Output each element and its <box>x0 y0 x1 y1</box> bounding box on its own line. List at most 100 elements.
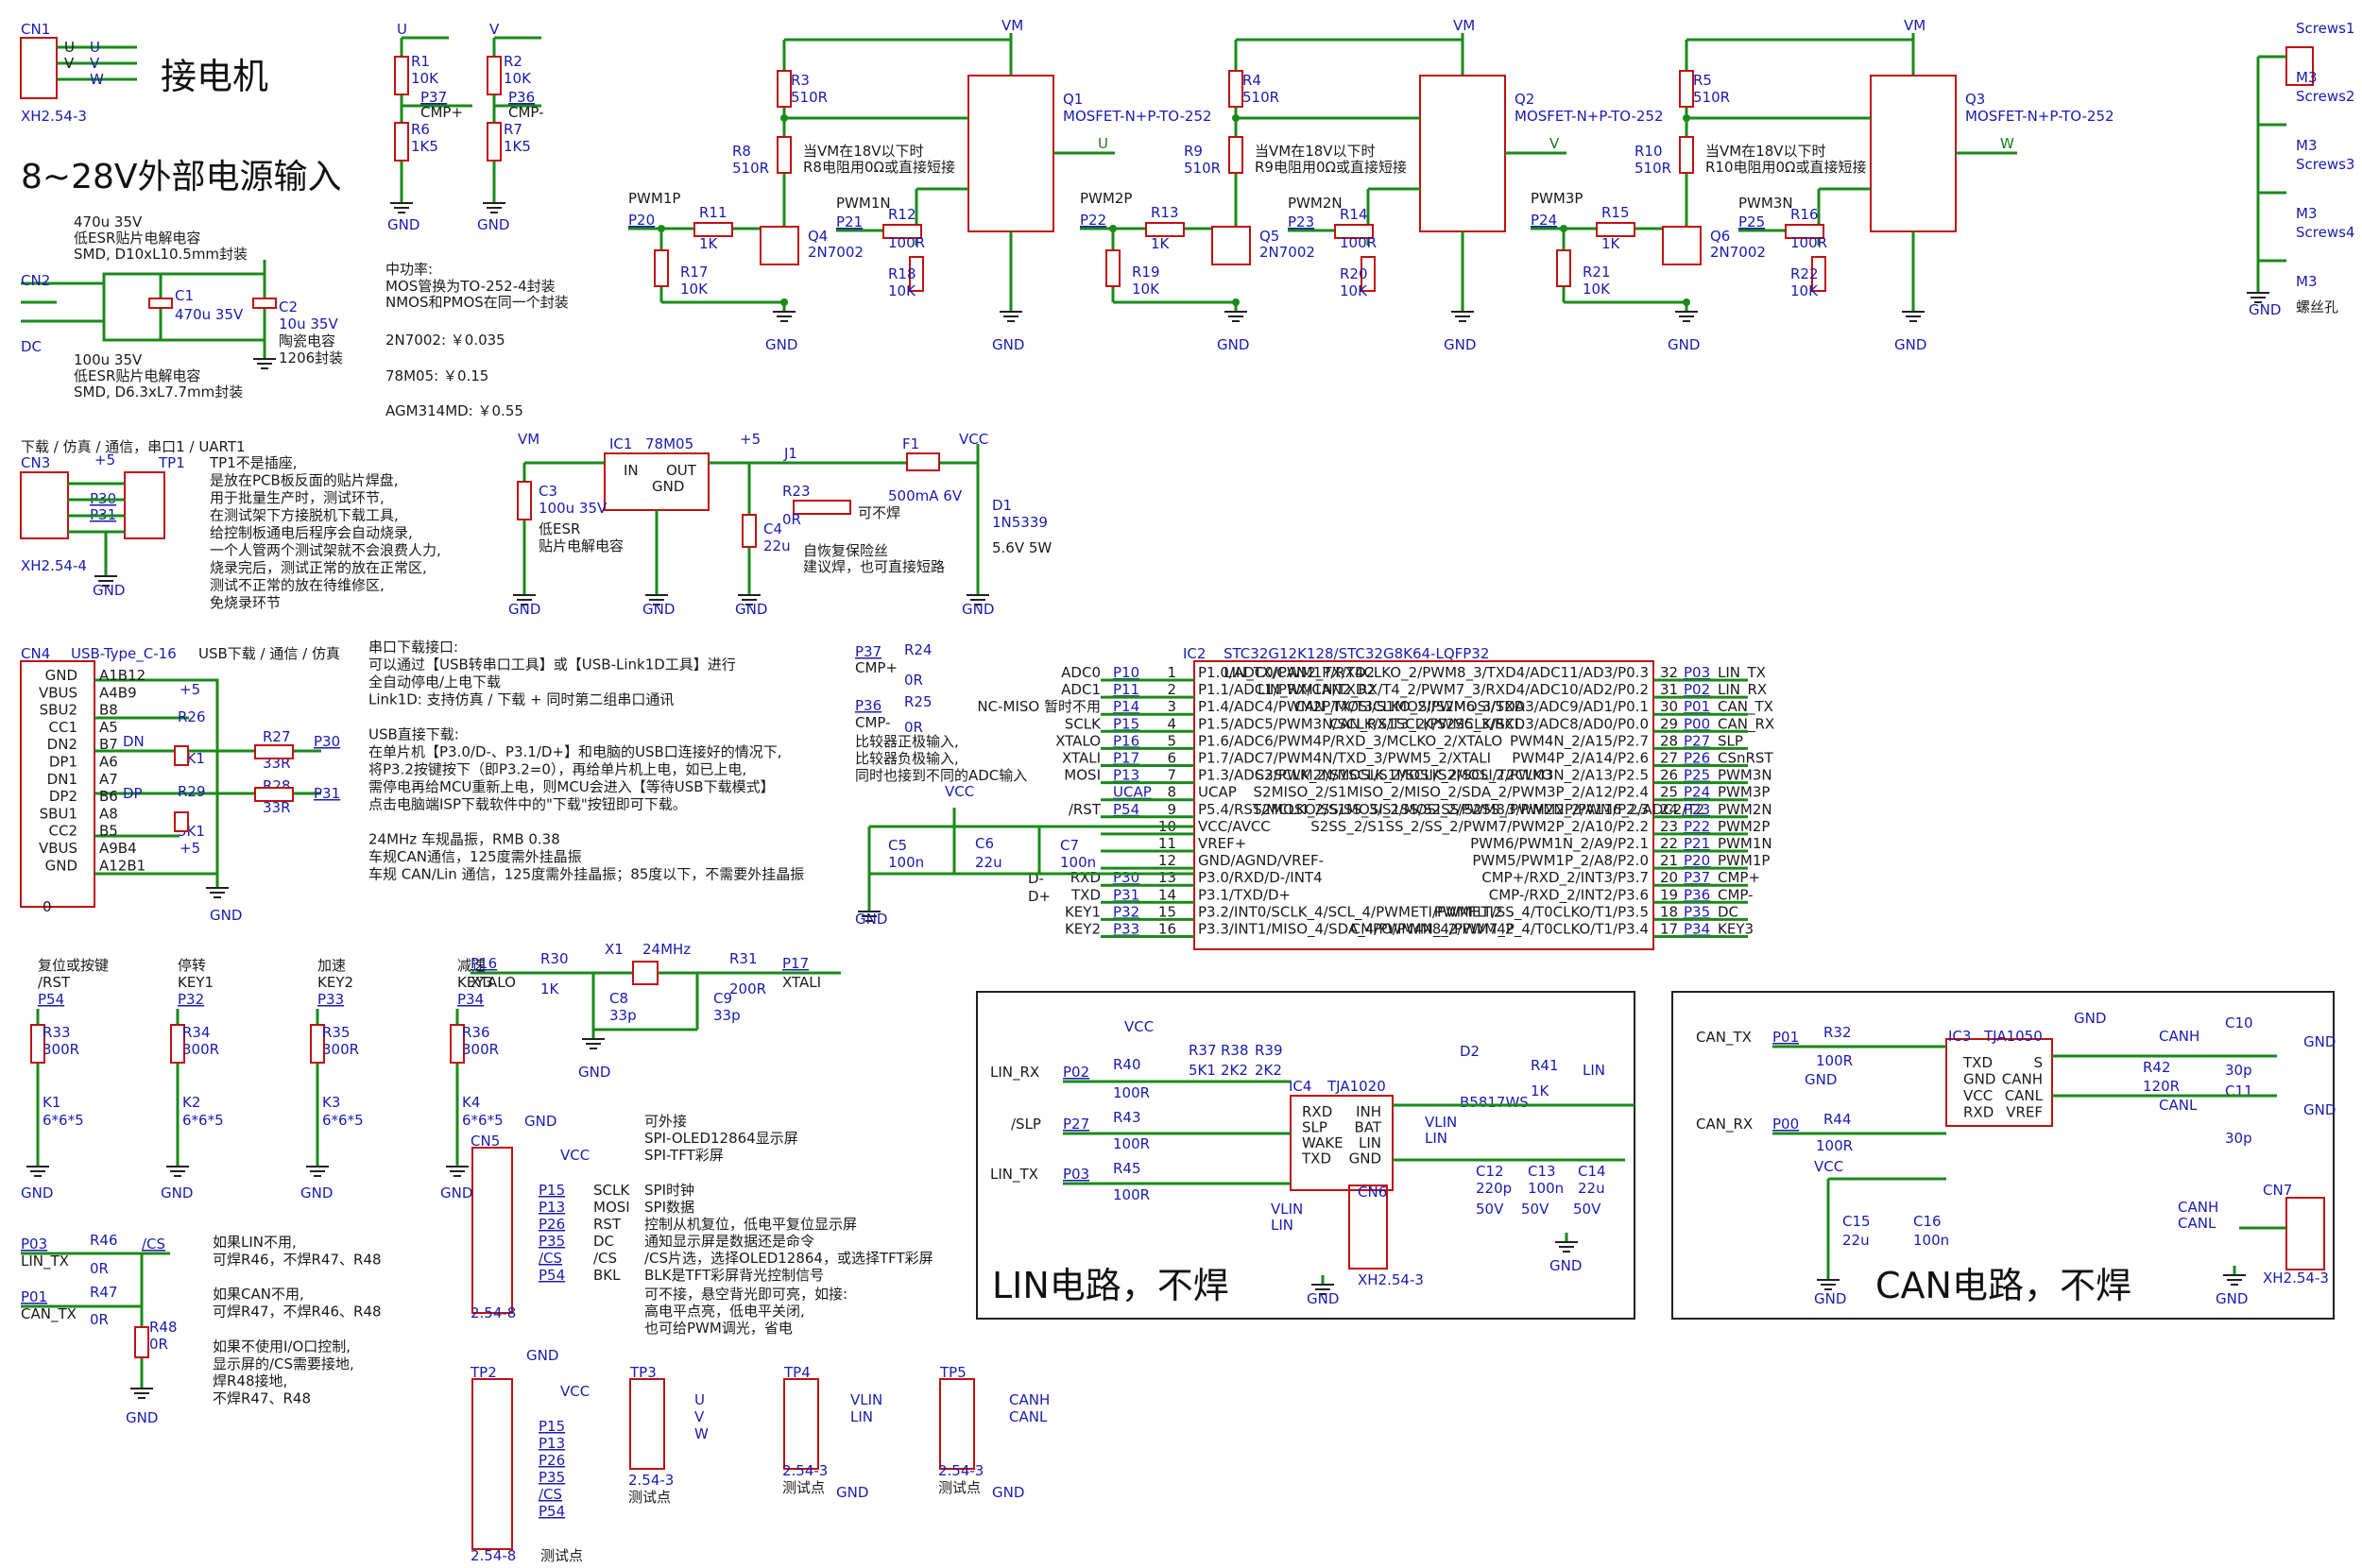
ic4-pin-right: BAT <box>1354 1119 1381 1136</box>
ic4-pin-left: WAKE <box>1302 1134 1344 1151</box>
mcu-pin-signal: RXD <box>1070 869 1101 886</box>
mcu-pin-net: P21 <box>1684 835 1710 852</box>
small-mosfet-body <box>1211 226 1251 265</box>
net-p03: P03 <box>1063 1166 1089 1183</box>
resistor-body <box>1105 249 1121 287</box>
uart-title: 下载 / 仿真 / 通信，串口1 / UART1 <box>21 438 246 455</box>
tp2-net: P13 <box>539 1435 565 1452</box>
mosfet-body <box>1419 75 1506 232</box>
tp5-net: CANH <box>1009 1391 1050 1408</box>
ic4-pin-left: SLP <box>1302 1119 1327 1136</box>
tp1-note: 测试不正常的放在待维修区, <box>210 577 385 594</box>
cn1-pin-dup-hidden: V <box>64 55 75 72</box>
usb-pin-name: VBUS <box>39 840 77 857</box>
mcu-pin-number: 30 <box>1660 698 1678 715</box>
mcu-pin-number: 12 <box>1158 852 1176 869</box>
gnd-label: GND <box>765 336 797 353</box>
cn5-signal: BKL <box>593 1267 621 1284</box>
gnd-label: GND <box>2303 1101 2336 1118</box>
cn2-note-bottom: SMD, D6.3xL7.7mm封装 <box>74 383 243 401</box>
mcu-pin-name: P1.5/ADC5/PWM3N/SCLK/S1SCLK/S2SCLK/SCL <box>1198 715 1523 732</box>
gnd-label: GND <box>1307 1290 1339 1307</box>
pwm-n-label: PWM3N <box>1738 195 1793 212</box>
c4-value: 22u <box>763 537 791 554</box>
mcu-pin-net: P13 <box>1113 767 1139 784</box>
resistor-body <box>777 70 792 108</box>
net-p01: P01 <box>21 1288 47 1305</box>
key-title: 复位或按键 <box>38 957 109 974</box>
power-note: AGM314MD: ￥0.55 <box>385 402 523 419</box>
mcu-pin-name: PWM4N_2/A15/P2.7 <box>1510 732 1649 750</box>
key-switch-type: 6*6*5 <box>182 1112 224 1129</box>
small-mosfet-ref: Q4 <box>808 228 828 245</box>
tp1-note: 一个人管两个测试架就不会浪费人力, <box>210 542 441 559</box>
tp1-note: 用于批量生产时，测试环节, <box>210 489 385 506</box>
junction-dot <box>1683 298 1690 306</box>
f1-note: 建议焊，也可直接短路 <box>803 558 945 575</box>
screw-size: M3 <box>2296 137 2318 154</box>
mcu-pin-net: P16 <box>1113 732 1139 749</box>
key-resistor-ref: R33 <box>43 1024 71 1041</box>
key-switch-ref: K3 <box>322 1094 340 1111</box>
cn4-ref: CN4 <box>21 645 50 662</box>
mcu-pin-name: VCC/AVCC <box>1198 818 1271 835</box>
r-top-ref: R4 <box>1242 72 1261 89</box>
mcu-pin-number: 20 <box>1660 869 1678 886</box>
r41-ref: R41 <box>1531 1057 1559 1074</box>
resistor-body <box>310 1024 325 1064</box>
phase-output-net: V <box>1549 135 1560 152</box>
mcu-pin-net: P23 <box>1684 801 1710 818</box>
mcu-pin-number: 21 <box>1660 852 1678 869</box>
c3-ref: C3 <box>539 483 557 500</box>
tp3-ref: TP3 <box>629 1364 657 1381</box>
usb-pin-name: DN2 <box>47 736 77 753</box>
r7-ref: R7 <box>504 121 522 138</box>
cn7-footprint: XH2.54-3 <box>2263 1270 2329 1287</box>
resistor-body <box>134 1326 149 1358</box>
usb-pad-name: A4B9 <box>99 684 137 701</box>
cn5-note-bottom: 高电平点亮，低电平关闭, <box>644 1303 805 1320</box>
f1-value: 500mA 6V <box>888 487 963 504</box>
mcu-pin-signal: /RST <box>1069 801 1102 818</box>
usb-note: 在单片机【P3.0/D-、P3.1/D+】和电脑的USB口连接好的情况下, <box>368 743 782 760</box>
can-rx-label: CAN_RX <box>1696 1116 1753 1133</box>
mcu-pin-signal: SLP <box>1718 732 1743 749</box>
lin-rx-label: LIN_RX <box>990 1064 1039 1082</box>
cn5-net: P15 <box>539 1182 565 1199</box>
tp4-ref: TP4 <box>783 1364 811 1381</box>
usb-note: 将P3.2按键按下（即P3.2=0），再给单片机上电，如已上电, <box>368 761 746 778</box>
junction-dot <box>1232 298 1240 306</box>
mcu-pin-name: P1.6/ADC6/PWM4P/RXD_3/MCLKO_2/XTALO <box>1198 732 1502 750</box>
r44-ref: R44 <box>1823 1111 1852 1128</box>
gnd-label: GND <box>2249 301 2281 318</box>
mcu-pin-number: 11 <box>1158 835 1176 852</box>
small-mosfet-type: 2N7002 <box>1259 244 1315 261</box>
cn5-net: P35 <box>539 1233 565 1250</box>
mcu-pin-name: LIN_TX/CAN2_TX/T4CLKO_2/PWM8_3/TXD4/ADC1… <box>1224 664 1649 682</box>
key-resistor-ref: R35 <box>322 1024 351 1041</box>
net-u: U <box>397 21 407 38</box>
resistor-body <box>1145 222 1185 237</box>
gnd-label: GND <box>477 216 509 233</box>
mcu-pin-net: P14 <box>1113 698 1139 715</box>
mcu-pin-name: GND/AGND/VREF- <box>1198 852 1324 869</box>
cn5-signal: DC <box>593 1233 614 1250</box>
can-tx-label: CAN_TX <box>1696 1029 1752 1047</box>
lin-net: LIN <box>1583 1062 1605 1079</box>
tp1-note: 在测试架下方接脱机下载工具, <box>210 507 399 524</box>
resistor-body <box>1679 136 1694 174</box>
key-net: P33 <box>317 991 344 1008</box>
gnd-label: GND <box>992 1484 1024 1501</box>
cn5-note-top: 可外接 <box>644 1113 687 1130</box>
resistor-body <box>1596 222 1635 237</box>
c3-value: 100u 35V <box>539 500 608 517</box>
xtali-label: XTALI <box>782 974 821 991</box>
c13-value: 100n <box>1528 1180 1564 1197</box>
pwm-n-label: PWM1N <box>836 195 891 212</box>
cs-note: 如果CAN不用, <box>213 1286 304 1303</box>
mcu-pin-name: CMPO/PWM8_2/PWM4P_4/T0CLKO/T1/P3.4 <box>1351 921 1649 939</box>
gnd-label: GND <box>126 1409 158 1426</box>
r43-value: 100R <box>1113 1135 1150 1152</box>
resistor-body <box>1228 70 1243 108</box>
